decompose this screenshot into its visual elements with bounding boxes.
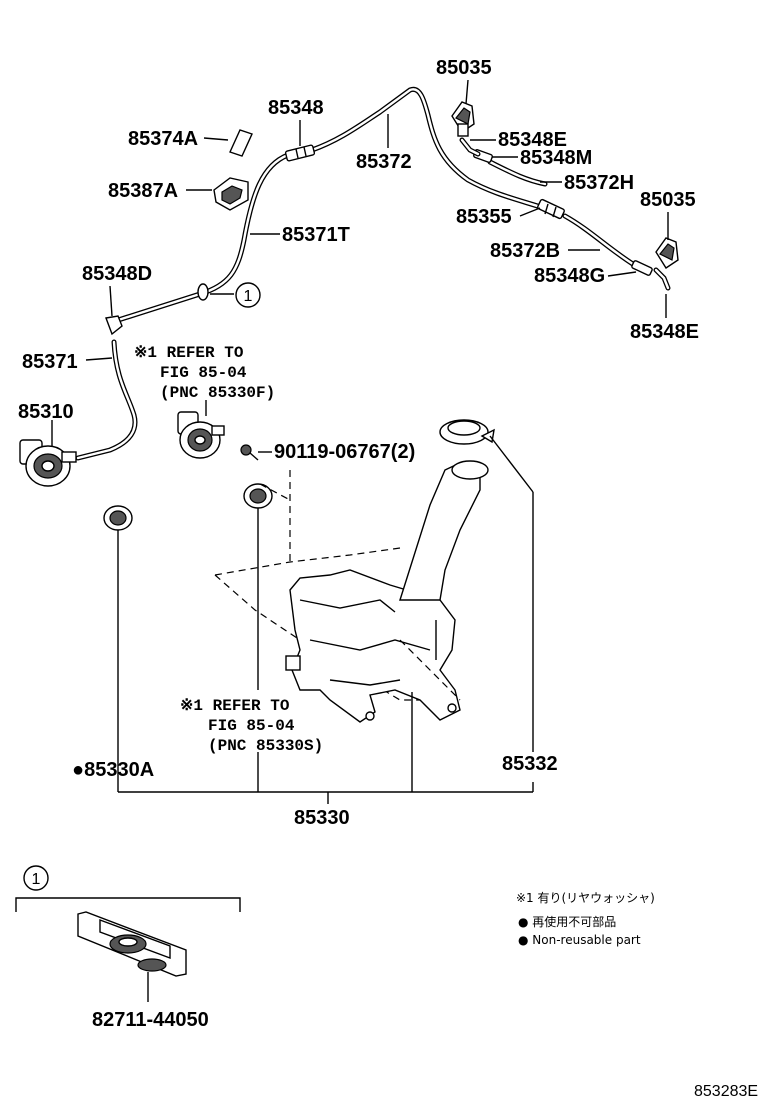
svg-text:FIG 85-04: FIG 85-04 [160, 364, 247, 382]
hose-connector-85348G [631, 260, 653, 276]
washer-pump-85330F [177, 411, 225, 459]
svg-text:※1 REFER TO: ※1 REFER TO [134, 344, 244, 362]
label-85330: 85330 [294, 807, 350, 829]
detail-callout-circle [23, 865, 49, 891]
svg-text:※1 REFER TO: ※1 REFER TO [180, 697, 290, 715]
hose-clamp [197, 283, 209, 301]
elbow-85348E-top [459, 137, 481, 157]
label-85372: 85372 [356, 151, 412, 173]
label-85348E-top: 85348E [498, 129, 567, 151]
cushion-pad-85374A [229, 129, 253, 157]
leader-lines [51, 79, 669, 804]
label-85348G: 85348G [534, 265, 605, 287]
washer-nozzle-85035-right [655, 237, 679, 269]
label-85035-right: 85035 [640, 189, 696, 211]
hose-connector-85348 [284, 144, 316, 162]
detail-callout-number: 1 [32, 871, 41, 888]
callout-circle [235, 282, 261, 308]
figure-id: 853283E [694, 1083, 758, 1100]
refer-note-lower: ※1 REFER TO FIG 85-04 (PNC 85330S) [180, 697, 323, 755]
grommet-85330A [103, 505, 133, 531]
label-85348M: 85348M [520, 147, 592, 169]
label-85371T: 85371T [282, 224, 350, 246]
label-85332: 85332 [502, 753, 558, 775]
grommet-85330S [243, 483, 273, 509]
label-85374A: 85374A [128, 128, 198, 150]
washer-tank-85332 [214, 460, 489, 723]
callout-number: 1 [244, 288, 253, 305]
hose-clamp-85387A [213, 177, 249, 211]
hose-connector-85355 [537, 198, 565, 220]
label-85355: 85355 [456, 206, 512, 228]
legend-note-rear-washer: ※1 有り(リヤウォッシャ) [516, 891, 655, 905]
label-85372H: 85372H [564, 172, 634, 194]
svg-text:(PNC 85330S): (PNC 85330S) [208, 737, 323, 755]
label-82711-44050: 82711-44050 [92, 1009, 209, 1031]
hose-connector-85348D [105, 315, 123, 336]
label-85387A: 85387A [108, 180, 178, 202]
elbow-85348E-bottom [653, 267, 671, 291]
refer-note-upper: ※1 REFER TO FIG 85-04 (PNC 85330F) [134, 344, 275, 402]
washer-hose-front [109, 86, 639, 325]
legend-note-non-reusable-en: ● Non-reusable part [518, 933, 641, 947]
washer-pump-85310 [19, 439, 77, 487]
svg-text:FIG 85-04: FIG 85-04 [208, 717, 295, 735]
hose-clamp-82711 [77, 911, 187, 977]
legend-note-non-reusable-jp: ● 再使用不可部品 [518, 914, 616, 929]
washer-nozzle-85035-top [451, 101, 475, 137]
washer-hose-85371 [75, 339, 138, 461]
svg-text:(PNC 85330F): (PNC 85330F) [160, 384, 275, 402]
label-85371: 85371 [22, 351, 78, 373]
legend: ※1 有り(リヤウォッシャ) ● 再使用不可部品 ● Non-reusable … [516, 891, 655, 947]
label-85348E-bottom: 85348E [630, 321, 699, 343]
label-90119-06767: 90119-06767(2) [274, 441, 415, 463]
label-85310: 85310 [18, 401, 74, 423]
bolt-90119 [240, 444, 259, 461]
detail-bracket [15, 897, 241, 912]
label-85330A: ●85330A [72, 759, 154, 781]
label-85035-top: 85035 [436, 57, 492, 79]
label-85348D: 85348D [82, 263, 152, 285]
label-85372B: 85372B [490, 240, 560, 262]
label-85348: 85348 [268, 97, 324, 119]
tank-cap [439, 419, 495, 445]
